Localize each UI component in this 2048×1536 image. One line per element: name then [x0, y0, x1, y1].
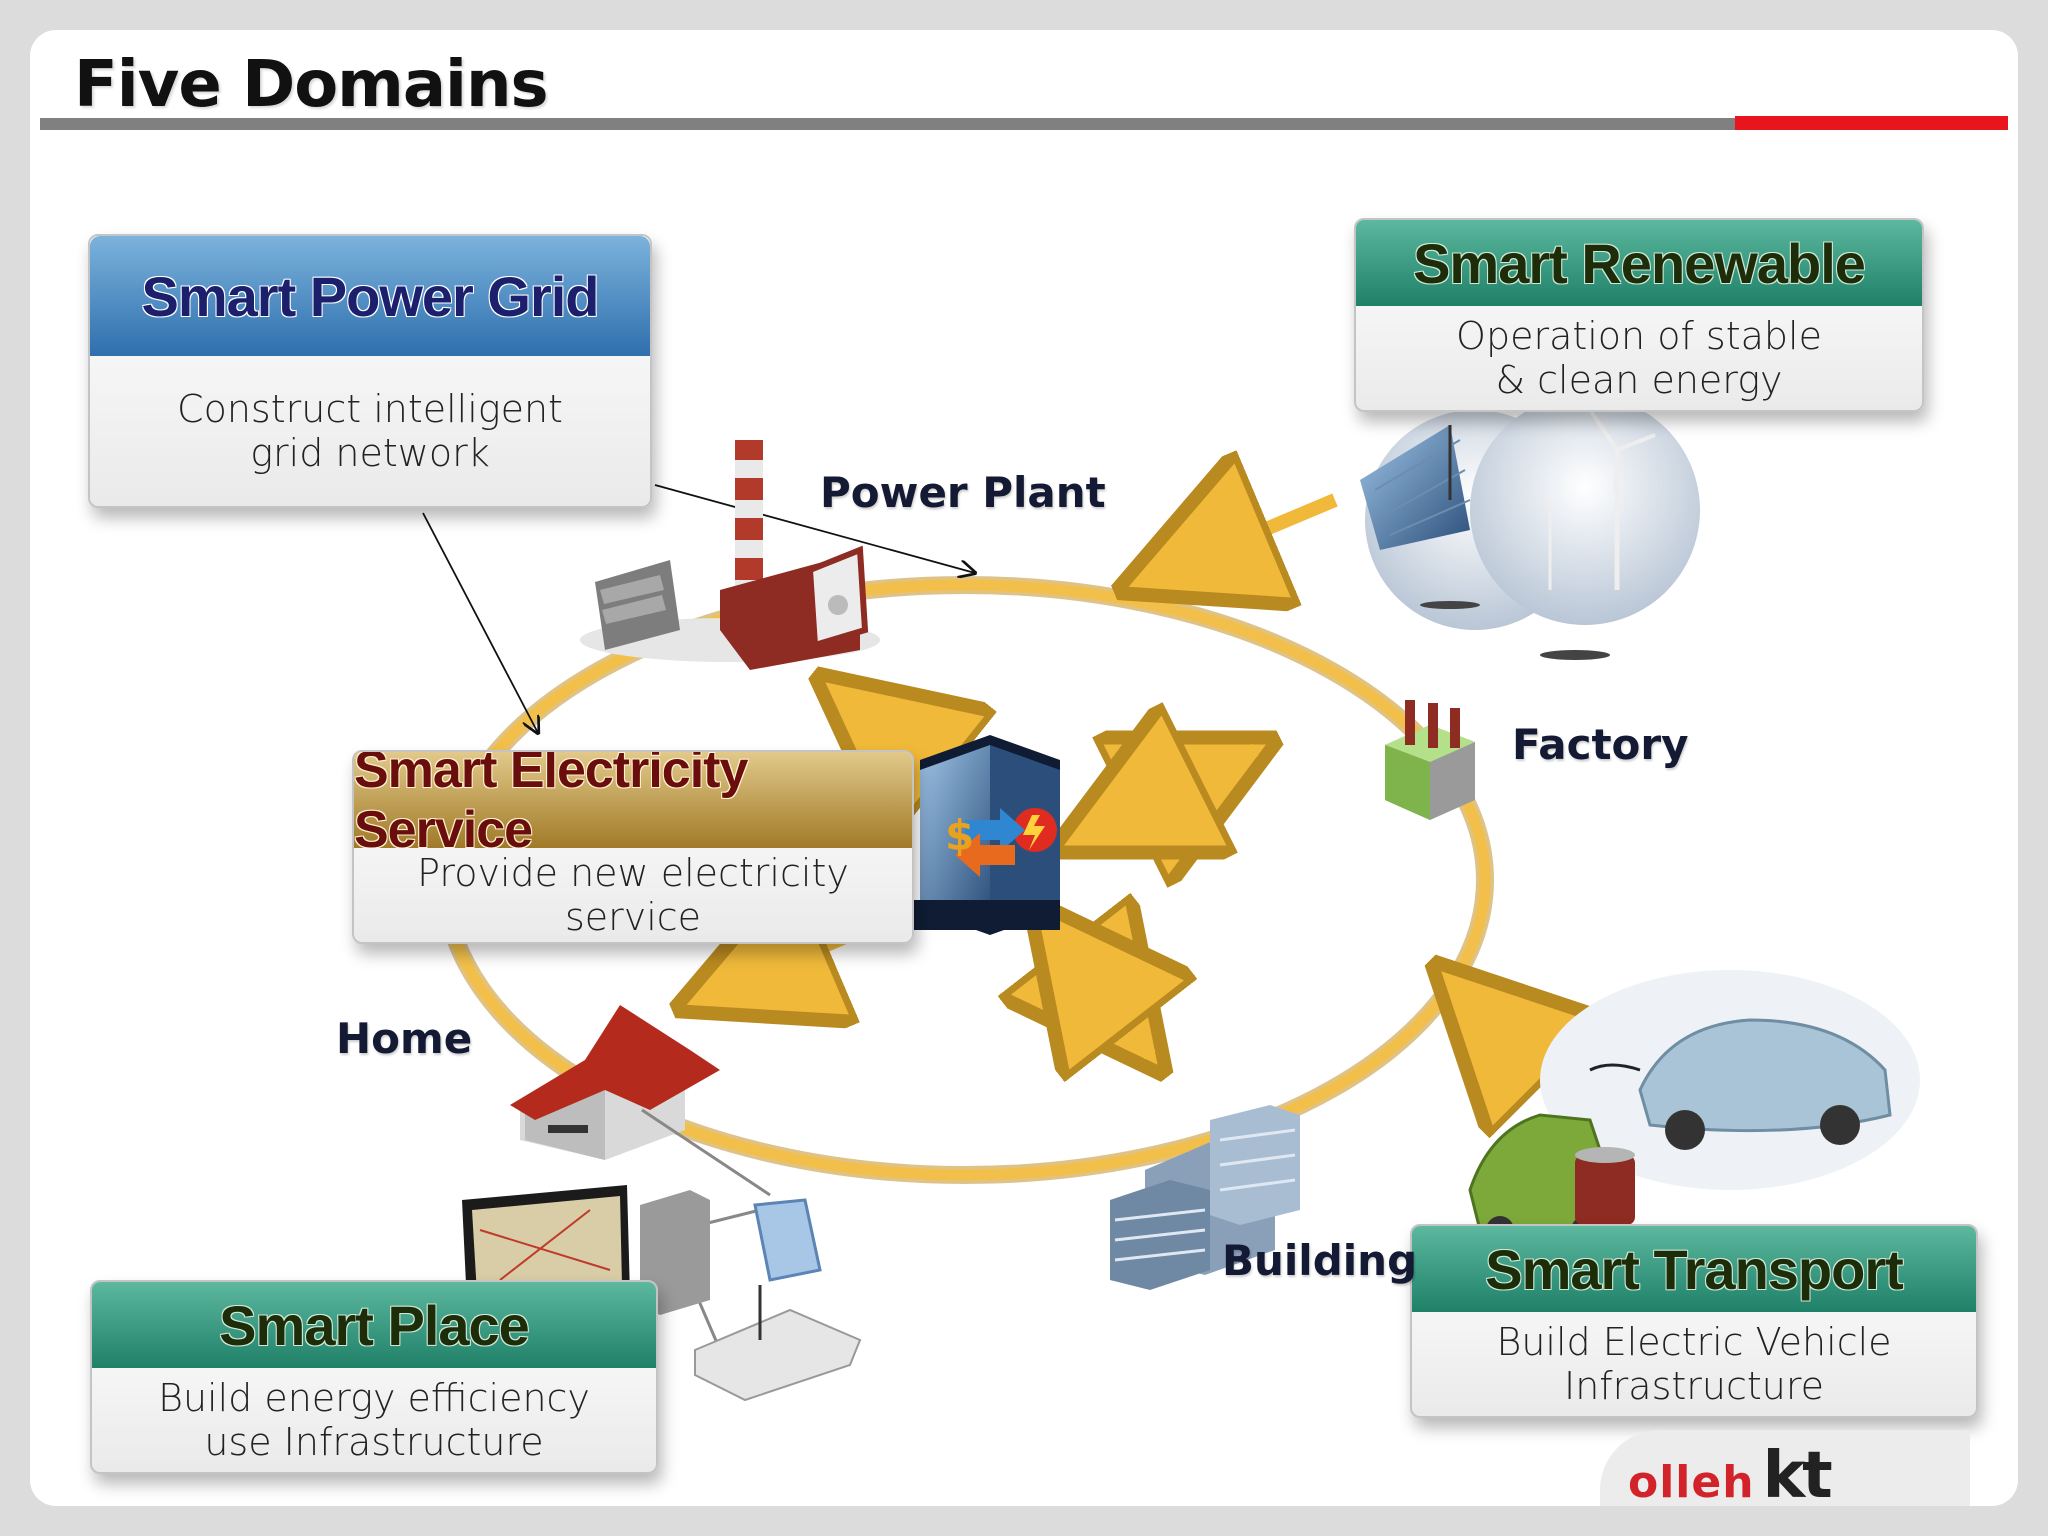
smart-place-box: Smart Place Build energy efficiency use … — [90, 1280, 658, 1474]
smart-power-grid-desc: Construct intelligent grid network — [177, 387, 563, 475]
slide: Five Domains — [30, 30, 2018, 1506]
olleh-kt-logo: olleh kt — [1628, 1444, 1948, 1506]
logo-kt-text: kt — [1762, 1439, 1833, 1506]
hub-arrows — [698, 500, 1540, 1070]
building-icon — [1110, 1105, 1300, 1290]
smart-electricity-service-box: Smart Electricity Service Provide new el… — [352, 750, 914, 944]
transport-icon — [1468, 970, 1920, 1244]
renewable-icon — [1360, 395, 1700, 660]
smart-transport-desc: Build Electric Vehicle Infrastructure — [1496, 1320, 1892, 1408]
smart-place-desc: Build energy efficiency use Infrastructu… — [158, 1376, 590, 1464]
smart-power-grid-title: Smart Power Grid — [90, 236, 650, 356]
home-devices-icon — [462, 1108, 862, 1402]
logo-tab — [1600, 1430, 1970, 1506]
smart-electricity-service-desc: Provide new electricity service — [417, 851, 849, 939]
callout-arrow-plant — [654, 484, 975, 573]
home-icon — [510, 1005, 720, 1160]
smart-transport-box: Smart Transport Build Electric Vehicle I… — [1410, 1224, 1978, 1418]
node-label-home: Home — [336, 1014, 473, 1063]
smart-transport-title: Smart Transport — [1412, 1226, 1976, 1312]
smart-renewable-desc: Operation of stable & clean energy — [1456, 314, 1822, 402]
smart-power-grid-box: Smart Power Grid Construct intelligent g… — [88, 234, 652, 508]
smart-renewable-title: Smart Renewable — [1356, 220, 1922, 306]
power-plant-icon — [580, 440, 880, 670]
smart-place-title: Smart Place — [92, 1282, 656, 1368]
logo-olleh-text: olleh — [1628, 1457, 1755, 1506]
callout-arrow-grid — [422, 512, 538, 733]
smart-renewable-box: Smart Renewable Operation of stable & cl… — [1354, 218, 1924, 412]
svg-text:$: $ — [945, 811, 974, 860]
central-hub-icon: $ — [910, 735, 1060, 935]
factory-icon — [1385, 700, 1475, 820]
node-label-power-plant: Power Plant — [820, 468, 1106, 517]
page-title: Five Domains — [74, 48, 549, 122]
title-rule-grey — [40, 118, 1745, 130]
smart-electricity-service-title: Smart Electricity Service — [354, 752, 912, 859]
node-label-building: Building — [1222, 1236, 1418, 1285]
title-rule-red — [1735, 116, 2008, 130]
ecosystem-diagram: $ — [422, 395, 1920, 1402]
node-label-factory: Factory — [1512, 720, 1689, 769]
